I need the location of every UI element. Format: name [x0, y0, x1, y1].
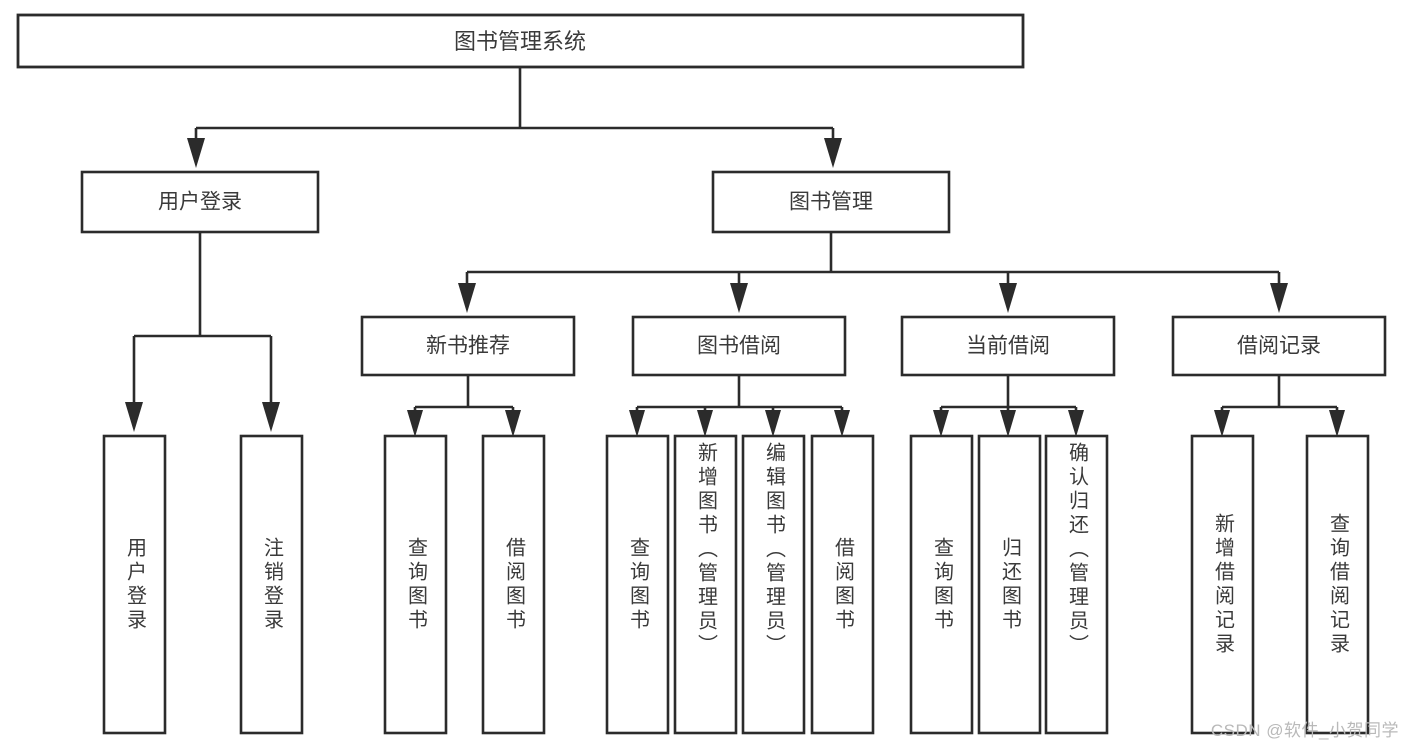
connector-new-book-recommend-to-leaves: [407, 375, 521, 437]
leaf-box-add-record[interactable]: [1190, 434, 1255, 735]
node-user-login[interactable]: 用户登录: [80, 170, 320, 234]
arrow-head-icon: [999, 283, 1017, 313]
user-login-box[interactable]: [80, 170, 320, 234]
connector-book-manage-to-level3: [458, 232, 1288, 313]
arrow-head-icon: [407, 410, 423, 437]
book-borrow-label: 图书借阅: [697, 335, 781, 358]
node-borrow-record[interactable]: 借阅记录: [1171, 315, 1387, 377]
arrow-head-icon: [824, 138, 842, 168]
connector-root-to-level2: [187, 67, 842, 168]
node-book-manage[interactable]: 图书管理: [711, 170, 951, 234]
connector-borrow-record-to-leaves: [1214, 375, 1345, 437]
leaf-box-query-book-1[interactable]: [383, 434, 448, 735]
leaf-box-edit-book[interactable]: [741, 434, 806, 735]
user-login-label: 用户登录: [158, 191, 242, 214]
borrow-record-label: 借阅记录: [1237, 335, 1321, 358]
arrow-head-icon: [1214, 410, 1230, 437]
root-box[interactable]: [16, 13, 1025, 69]
node-root[interactable]: 图书管理系统: [16, 13, 1025, 69]
leaf-box-user-login[interactable]: [102, 434, 167, 735]
node-book-borrow[interactable]: 图书借阅: [631, 315, 847, 377]
leaf-box-confirm-return[interactable]: [1044, 434, 1109, 735]
leaf-box-query-book-2[interactable]: [605, 434, 670, 735]
arrow-head-icon: [458, 283, 476, 313]
arrow-head-icon: [1000, 410, 1016, 437]
node-current-borrow[interactable]: 当前借阅: [900, 315, 1116, 377]
leaf-box-add-book[interactable]: [673, 434, 738, 735]
current-borrow-label: 当前借阅: [966, 335, 1050, 358]
arrow-head-icon: [1068, 410, 1084, 437]
arrow-head-icon: [187, 138, 205, 168]
arrow-head-icon: [505, 410, 521, 437]
connector-book-borrow-to-leaves: [629, 375, 850, 437]
leaf-box-logout-login[interactable]: [239, 434, 304, 735]
arrow-head-icon: [125, 402, 143, 432]
csdn-watermark: CSDN @软件_小贺同学: [1210, 721, 1399, 740]
book-manage-label: 图书管理: [789, 191, 873, 214]
arrow-head-icon: [1329, 410, 1345, 437]
root-label: 图书管理系统: [454, 29, 586, 54]
leaf-boxes-group: [102, 434, 1370, 735]
leaf-box-query-book-3[interactable]: [909, 434, 974, 735]
arrow-head-icon: [765, 410, 781, 437]
arrow-head-icon: [697, 410, 713, 437]
leaf-box-borrow-book-1[interactable]: [481, 434, 546, 735]
arrow-head-icon: [262, 402, 280, 432]
new-book-recommend-box[interactable]: [360, 315, 576, 377]
current-borrow-box[interactable]: [900, 315, 1116, 377]
arrow-head-icon: [834, 410, 850, 437]
arrow-head-icon: [933, 410, 949, 437]
leaf-box-return-book[interactable]: [977, 434, 1042, 735]
leaf-box-query-record[interactable]: [1305, 434, 1370, 735]
connector-current-borrow-to-leaves: [933, 375, 1084, 437]
node-new-book-recommend[interactable]: 新书推荐: [360, 315, 576, 377]
arrow-head-icon: [730, 283, 748, 313]
new-book-recommend-label: 新书推荐: [426, 335, 510, 358]
arrow-head-icon: [1270, 283, 1288, 313]
connector-user-login-to-leaves: [125, 232, 280, 432]
leaf-box-borrow-book-2[interactable]: [810, 434, 875, 735]
arrow-head-icon: [629, 410, 645, 437]
